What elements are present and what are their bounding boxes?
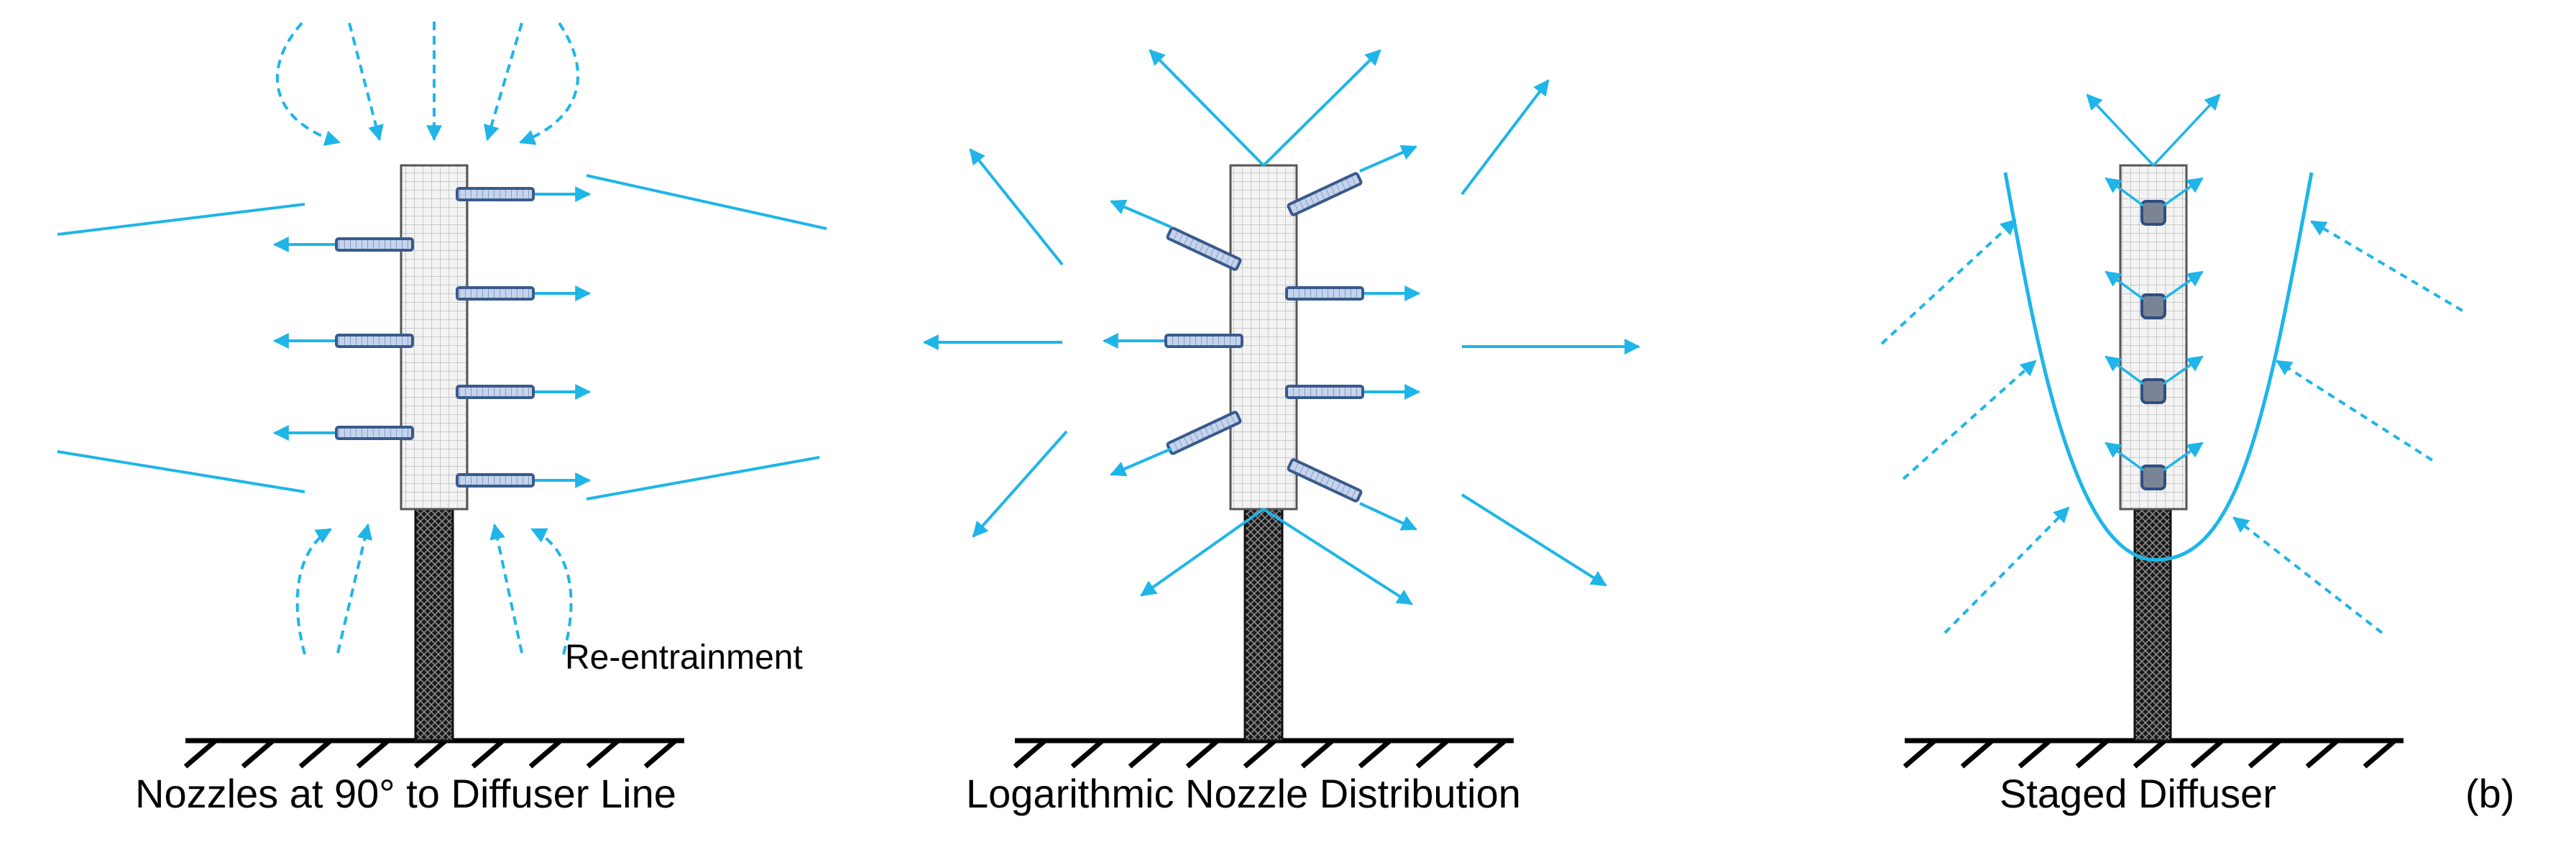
jet-arrows-1 bbox=[272, 186, 592, 488]
nozzles-1 bbox=[335, 187, 535, 488]
plume-lines-1 bbox=[57, 174, 827, 500]
panel-label: (b) bbox=[2465, 771, 2515, 816]
panel-staged bbox=[1880, 93, 2464, 769]
entrainment-top-1 bbox=[276, 22, 579, 146]
re-entrainment-label: Re-entrainment bbox=[565, 639, 803, 677]
diffuser-body-1 bbox=[400, 164, 469, 511]
panel-nozzles-90: Re-entrainment bbox=[57, 22, 827, 769]
ground-2 bbox=[1013, 738, 1514, 769]
jet-arrows-3 bbox=[2086, 93, 2221, 472]
plume-envelope-3 bbox=[2003, 172, 2314, 562]
ground-3 bbox=[1903, 738, 2404, 769]
jet-arrows-2 bbox=[922, 49, 1641, 605]
riser-3 bbox=[2133, 508, 2172, 742]
entrainment-bottom-1 bbox=[295, 523, 573, 655]
ground-1 bbox=[183, 738, 684, 769]
entrainment-3 bbox=[1880, 219, 2464, 634]
caption-staged: Staged Diffuser bbox=[2000, 771, 2276, 816]
panel-logarithmic bbox=[922, 49, 1641, 769]
caption-logarithmic: Logarithmic Nozzle Distribution bbox=[966, 771, 1521, 816]
nozzles-2 bbox=[1164, 172, 1364, 503]
riser-2 bbox=[1243, 508, 1284, 742]
caption-nozzles-90: Nozzles at 90° to Diffuser Line bbox=[135, 771, 676, 816]
ports-3 bbox=[2140, 200, 2166, 490]
riser-1 bbox=[414, 508, 454, 742]
